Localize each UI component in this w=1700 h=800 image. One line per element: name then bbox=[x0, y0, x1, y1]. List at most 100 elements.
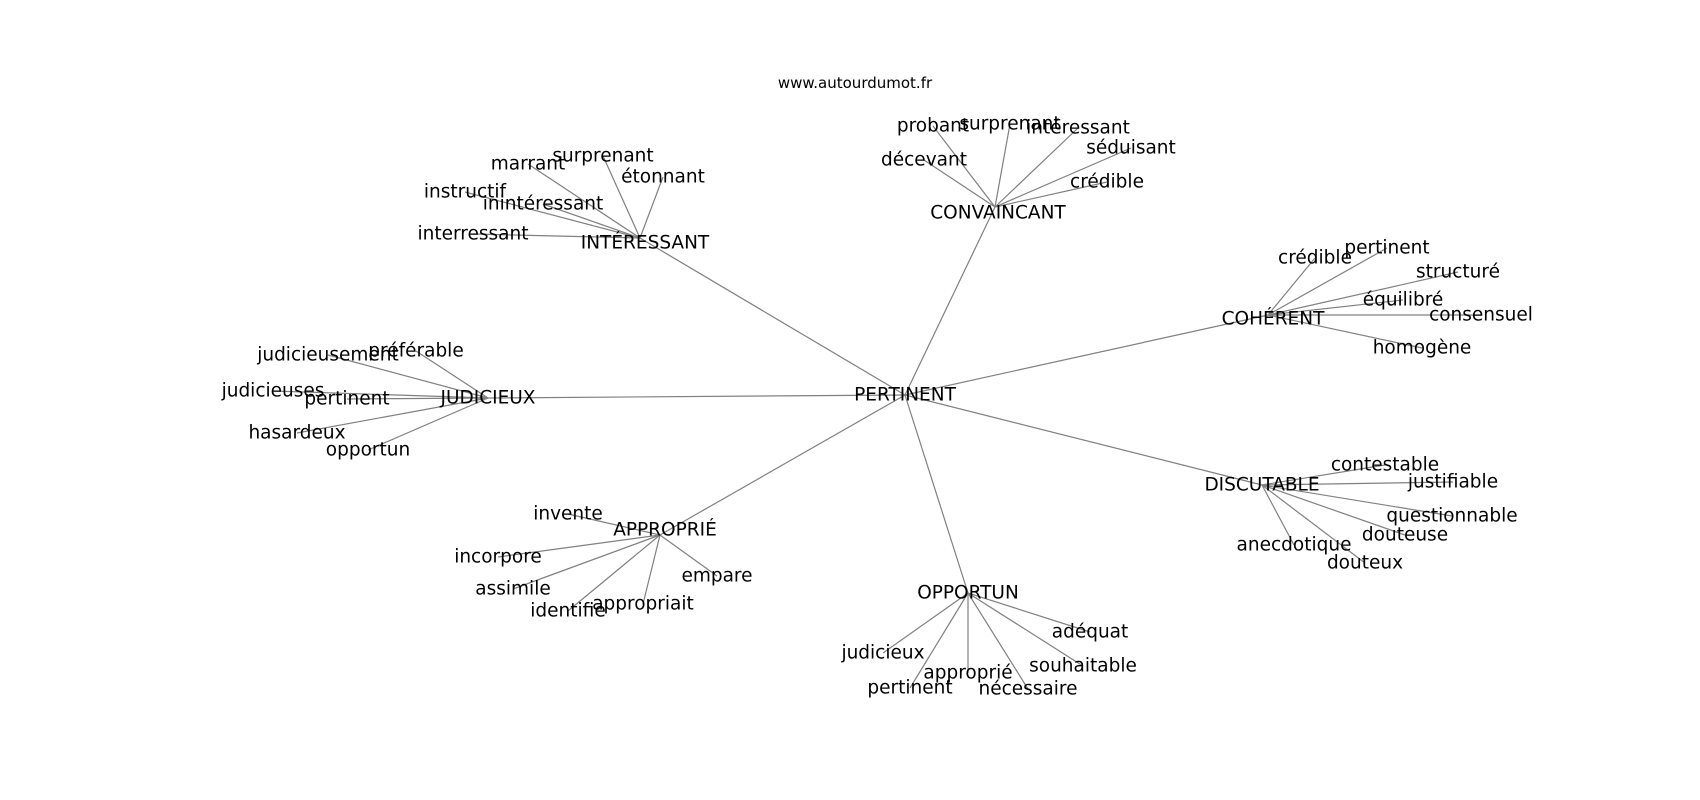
edge-hub-to-leaf bbox=[527, 163, 641, 239]
edge-hub-to-leaf bbox=[1261, 484, 1453, 517]
leaf-node-label: surprenant bbox=[552, 146, 653, 167]
hub-node-label: CONVAINCANT bbox=[930, 203, 1066, 224]
edge-hub-to-leaf bbox=[882, 592, 969, 654]
edge-hub-to-leaf bbox=[367, 397, 489, 451]
edge-hub-to-leaf bbox=[346, 397, 489, 400]
hub-node-label: OPPORTUN bbox=[917, 583, 1019, 604]
leaf-node-label: décevant bbox=[881, 150, 967, 171]
edge-hub-to-leaf bbox=[1267, 257, 1316, 316]
leaf-node-label: questionnable bbox=[1386, 506, 1517, 527]
edge-center-to-hub bbox=[904, 314, 1269, 396]
leaf-node-label: hasardeux bbox=[248, 423, 345, 444]
leaf-node-label: structuré bbox=[1416, 262, 1500, 283]
leaf-node-label: surprenant bbox=[959, 114, 1060, 135]
edge-hub-to-leaf bbox=[909, 592, 969, 689]
edge-center-to-hub bbox=[904, 206, 996, 396]
leaf-node-label: pertinent bbox=[867, 678, 952, 699]
edge-hub-to-leaf bbox=[994, 181, 1108, 208]
leaf-node-label: judicieusement bbox=[256, 345, 399, 366]
edge-hub-to-leaf bbox=[994, 127, 1079, 208]
edge-hub-to-leaf bbox=[327, 354, 489, 399]
leaf-node-label: crédible bbox=[1070, 172, 1144, 193]
edge-hub-to-leaf bbox=[567, 534, 661, 612]
hub-node-label: INTÉRESSANT bbox=[581, 232, 710, 254]
edge-hub-to-leaf bbox=[602, 155, 641, 239]
edge-hub-to-leaf bbox=[1261, 464, 1386, 486]
leaf-node-label: invente bbox=[533, 504, 603, 525]
edges-layer bbox=[272, 123, 1481, 690]
edge-hub-to-leaf bbox=[464, 191, 641, 239]
leaf-node-label: anecdotique bbox=[1237, 535, 1352, 556]
edge-hub-to-leaf bbox=[659, 534, 718, 577]
labels-layer: www.autourdumot.fr INTÉRESSANTmarrantsur… bbox=[221, 74, 1533, 700]
hub-node-label: COHÉRENT bbox=[1222, 308, 1325, 330]
edge-hub-to-leaf bbox=[994, 123, 1011, 208]
edge-hub-to-leaf bbox=[1267, 299, 1404, 316]
edge-hub-to-leaf bbox=[642, 534, 661, 605]
edge-hub-to-leaf bbox=[1261, 481, 1454, 486]
edge-center-to-hub bbox=[639, 237, 906, 396]
watermark-text: www.autourdumot.fr bbox=[778, 74, 933, 92]
leaf-node-label: intéressant bbox=[1026, 118, 1130, 139]
leaf-node-label: douteuse bbox=[1362, 525, 1448, 546]
edge-center-to-hub bbox=[487, 394, 906, 399]
edge-hub-to-leaf bbox=[994, 147, 1132, 208]
edge-hub-to-leaf bbox=[472, 233, 641, 239]
leaf-node-label: interressant bbox=[418, 224, 529, 245]
edge-hub-to-leaf bbox=[497, 534, 661, 558]
edge-center-to-hub bbox=[904, 394, 1263, 486]
leaf-node-label: inintéressant bbox=[483, 194, 604, 215]
leaf-node-label: approprié bbox=[923, 663, 1012, 684]
leaf-node-label: séduisant bbox=[1086, 138, 1176, 159]
leaf-node-label: adéquat bbox=[1052, 622, 1129, 643]
leaf-node-label: pertinent bbox=[1344, 238, 1429, 259]
edge-hub-to-leaf bbox=[967, 592, 1029, 690]
leaf-node-label: douteux bbox=[1327, 553, 1403, 574]
leaf-node-label: instructif bbox=[424, 182, 507, 203]
edge-hub-to-leaf bbox=[296, 397, 489, 434]
leaf-node-label: crédible bbox=[1278, 248, 1352, 269]
edge-hub-to-leaf bbox=[967, 592, 1084, 667]
leaf-node-label: justifiable bbox=[1407, 472, 1498, 493]
edge-hub-to-leaf bbox=[567, 513, 661, 536]
leaf-node-label: étonnant bbox=[621, 167, 705, 188]
leaf-node-label: judicieux bbox=[840, 643, 924, 664]
edge-center-to-hub bbox=[659, 394, 906, 536]
leaf-node-label: assimile bbox=[475, 579, 550, 600]
leaf-node-label: préférable bbox=[368, 341, 463, 362]
edge-hub-to-leaf bbox=[512, 534, 661, 590]
edge-hub-to-leaf bbox=[415, 350, 489, 399]
edge-hub-to-leaf bbox=[1267, 247, 1388, 316]
edge-hub-to-leaf bbox=[272, 390, 489, 399]
leaf-node-label: consensuel bbox=[1429, 305, 1533, 326]
leaf-node-label: opportun bbox=[326, 440, 410, 461]
leaf-node-label: probant bbox=[897, 116, 969, 137]
edge-hub-to-leaf bbox=[1261, 484, 1406, 536]
leaf-node-label: homogène bbox=[1373, 338, 1472, 359]
leaf-node-label: marrant bbox=[491, 154, 566, 175]
hub-node-label: DISCUTABLE bbox=[1204, 475, 1319, 496]
leaf-node-label: identifie bbox=[530, 601, 605, 622]
edge-hub-to-leaf bbox=[1261, 484, 1295, 546]
edge-center-to-hub bbox=[904, 394, 969, 594]
edge-hub-to-leaf bbox=[542, 203, 641, 239]
leaf-node-label: judicieuses bbox=[221, 381, 325, 402]
edge-hub-to-leaf bbox=[1267, 271, 1459, 316]
edge-hub-to-leaf bbox=[639, 176, 664, 239]
leaf-node-label: souhaitable bbox=[1029, 656, 1137, 677]
hub-node-label: APPROPRIÉ bbox=[613, 519, 717, 541]
leaf-node-label: empare bbox=[681, 566, 752, 587]
edge-hub-to-leaf bbox=[932, 125, 996, 208]
leaf-node-label: nécessaire bbox=[979, 679, 1078, 700]
leaf-node-label: pertinent bbox=[304, 389, 389, 410]
leaf-node-label: contestable bbox=[1331, 455, 1439, 476]
edge-hub-to-leaf bbox=[1267, 314, 1423, 349]
edge-hub-to-leaf bbox=[1261, 484, 1366, 564]
edge-hub-to-leaf bbox=[967, 592, 1091, 633]
hub-node-label: JUDICIEUX bbox=[440, 388, 536, 409]
center-node-label: PERTINENT bbox=[854, 385, 956, 406]
leaf-node-label: appropriait bbox=[592, 594, 694, 615]
leaf-node-label: équilibré bbox=[1363, 290, 1444, 311]
leaf-node-label: incorpore bbox=[454, 547, 542, 568]
